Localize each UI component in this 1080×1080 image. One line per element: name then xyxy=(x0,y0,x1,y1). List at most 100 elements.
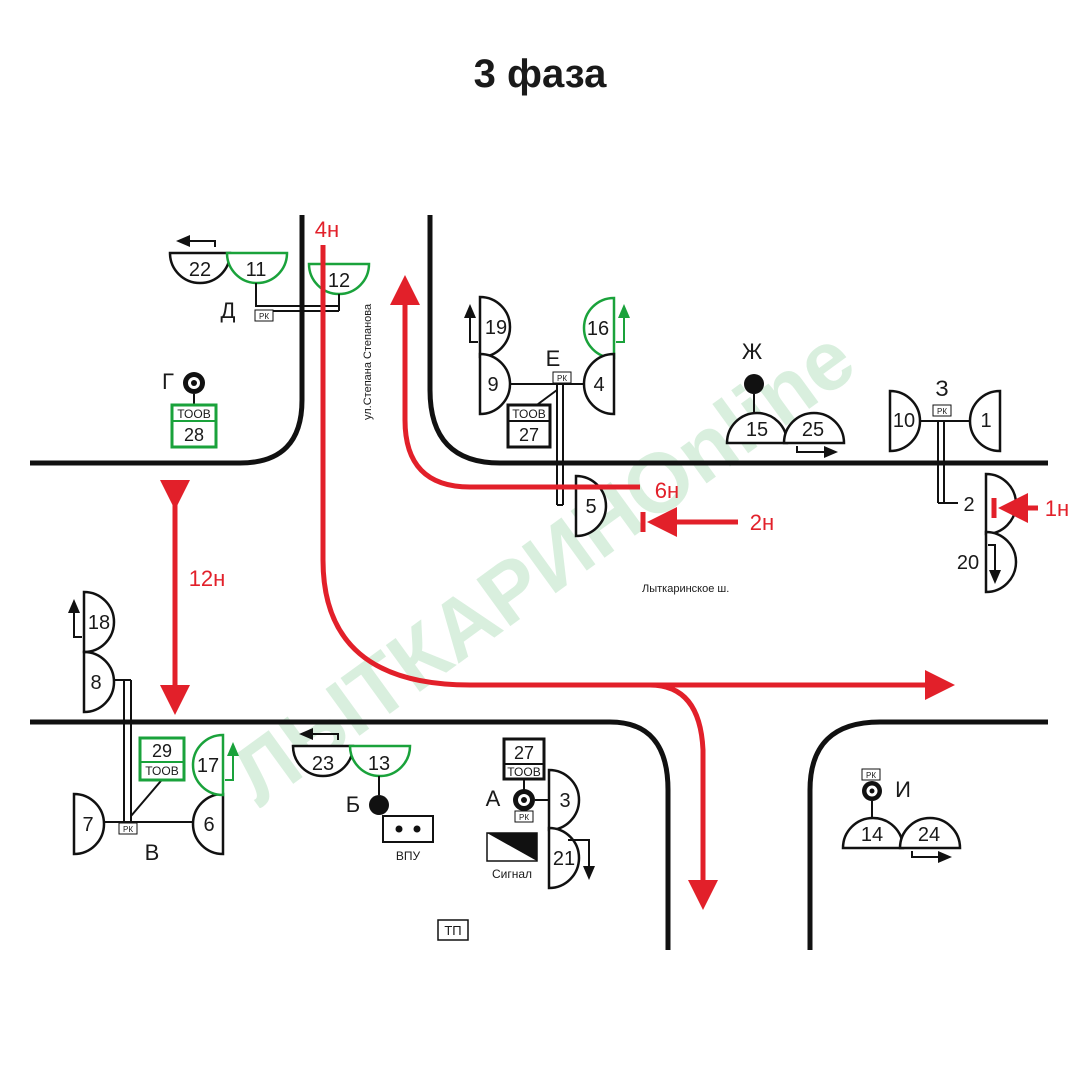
arrow-up-18 xyxy=(68,599,82,638)
signal-group-i: РК И 14 24 xyxy=(841,768,962,863)
group-label-v: В xyxy=(145,840,160,865)
box-number-27-e: 27 xyxy=(519,425,539,445)
signal-label-2: 2 xyxy=(963,494,974,516)
movement-label-4n: 4н xyxy=(315,217,339,242)
road-edge-ne xyxy=(427,215,1048,466)
signal-label-5: 5 xyxy=(585,496,596,518)
movement-label-12n: 12н xyxy=(189,566,226,591)
arrow-up-17 xyxy=(225,742,239,781)
group-label-e: Е xyxy=(546,346,561,371)
signal-head-1 xyxy=(968,389,1002,453)
signal-group-b: 23 13 Б ВПУ xyxy=(291,728,434,863)
toov-box-28 xyxy=(170,403,218,449)
toov-box-29 xyxy=(138,736,186,782)
signal-head-13 xyxy=(348,744,412,778)
signal-group-z: З 10 1 РК 2 20 xyxy=(888,376,1018,594)
arrow-left-23 xyxy=(299,728,339,740)
signal-head-4 xyxy=(582,352,616,416)
signal-label-16: 16 xyxy=(587,318,609,340)
signal-head-17 xyxy=(191,733,225,797)
rk-label-e: РК xyxy=(557,374,567,383)
signal-label-22: 22 xyxy=(189,259,211,281)
movement-path-4n xyxy=(320,245,955,700)
signal-head-11 xyxy=(225,251,289,285)
mast-v xyxy=(104,679,192,823)
signal-group-g: Г ТООВ 28 xyxy=(162,369,218,449)
signal-label-12: 12 xyxy=(328,270,350,292)
street-name-horizontal: Лыткаринское ш. xyxy=(642,583,729,595)
signal-group-zh: Ж 15 25 xyxy=(725,339,846,458)
signal-label-8: 8 xyxy=(90,672,101,694)
toov-label-27-a: ТООВ xyxy=(507,765,540,779)
movement-path-4n-south xyxy=(649,682,718,910)
signal-head-24 xyxy=(898,816,962,850)
arrow-up-16 xyxy=(616,304,630,343)
arrow-up-19 xyxy=(464,304,478,343)
movement-label-6n: 6н xyxy=(655,478,679,503)
signal-label-18: 18 xyxy=(88,612,110,634)
rk-label-z: РК xyxy=(937,407,947,416)
vpu-label: ВПУ xyxy=(396,849,421,863)
vpu-box xyxy=(382,815,434,843)
mast-z xyxy=(920,420,970,504)
ped-signal-icon-b xyxy=(369,795,389,815)
group-label-i: И xyxy=(895,777,911,802)
signal-label-13: 13 xyxy=(368,753,390,775)
rk-box-a xyxy=(514,810,534,823)
rk-label-a: РК xyxy=(519,813,529,822)
signal-head-20 xyxy=(984,530,1018,594)
group-label-z: З xyxy=(935,376,948,401)
signal-head-10 xyxy=(888,389,922,453)
rk-box-z xyxy=(932,404,952,417)
signal-head-8 xyxy=(82,650,116,714)
rk-label-v: РК xyxy=(123,825,133,834)
signal-label-20: 20 xyxy=(957,552,979,574)
road-edge-se xyxy=(807,719,1048,950)
signal-group-e: 19 9 16 4 РК Е ТООВ 27 5 xyxy=(464,295,630,538)
signal-label-10: 10 xyxy=(893,410,915,432)
signal-label-17: 17 xyxy=(197,755,219,777)
signal-label-21: 21 xyxy=(553,848,575,870)
rk-label-d: РК xyxy=(259,312,269,321)
signal-head-7 xyxy=(72,792,106,856)
mast-e xyxy=(510,383,585,506)
road-edges xyxy=(30,215,1048,950)
signal-label-15: 15 xyxy=(746,419,768,441)
signal-head-18 xyxy=(82,590,116,654)
movements: 4н 6н 2н 1н 12н xyxy=(160,217,1069,910)
signal-label-7: 7 xyxy=(82,814,93,836)
rk-box-e xyxy=(552,371,572,384)
box-number-29: 29 xyxy=(152,741,172,761)
signal-group-a: 27 ТООВ РК А 3 21 Сигнал xyxy=(486,737,595,890)
group-label-a: А xyxy=(486,786,501,811)
rk-label-i: РК xyxy=(866,771,876,780)
signal-label-3: 3 xyxy=(559,790,570,812)
signal-label-1: 1 xyxy=(980,410,991,432)
toov-box-27-e xyxy=(506,403,552,449)
signal-label-14: 14 xyxy=(861,824,883,846)
group-label-g: Г xyxy=(162,369,174,394)
box-number-28: 28 xyxy=(184,425,204,445)
box-number-27-a: 27 xyxy=(514,743,534,763)
signal-head-25 xyxy=(782,411,846,445)
group-label-zh: Ж xyxy=(742,339,763,364)
arrow-right-24 xyxy=(911,851,952,863)
signal-head-9 xyxy=(478,352,512,416)
signal-group-d: 22 11 12 РК Д xyxy=(168,235,371,323)
arrow-left-22 xyxy=(176,235,216,247)
toov-label-29: ТООВ xyxy=(145,764,178,778)
signal-label-11: 11 xyxy=(246,259,267,281)
tp-box xyxy=(437,919,469,941)
signal-head-21 xyxy=(547,826,581,890)
signal-label-4: 4 xyxy=(593,374,604,396)
signal-label-9: 9 xyxy=(487,374,498,396)
road-edge-nw xyxy=(30,215,305,466)
rk-box-d xyxy=(254,309,274,322)
group-label-b: Б xyxy=(346,792,360,817)
road-edge-sw xyxy=(30,719,671,950)
ped-signal-icon-zh xyxy=(744,374,764,394)
signal-group-v: 18 8 РК В 7 6 17 29 ТООВ xyxy=(68,590,239,865)
rk-box-i xyxy=(861,768,881,781)
signal-label-19: 19 xyxy=(485,317,507,339)
